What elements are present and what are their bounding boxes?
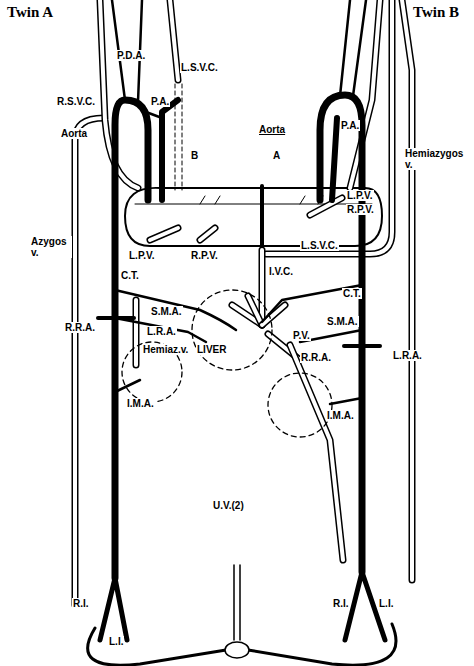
vessel-label: P.V. [292, 330, 311, 341]
vessel-label: A [272, 150, 281, 161]
vessel-label: Aorta [60, 128, 88, 139]
twin-label: Twin A [6, 4, 54, 21]
vessel-label: R.R.A. [64, 322, 96, 333]
vessel-label: B [190, 150, 199, 161]
vessel-label: U.V.(2) [212, 500, 245, 511]
vessel-label: L.S.V.C. [180, 62, 219, 73]
vessel-label: R.P.V. [346, 204, 375, 215]
vessel-label: Hemiaz.v. [142, 344, 189, 355]
vessel-label: Aorta [258, 124, 286, 135]
vessel-label: R.I. [332, 598, 350, 609]
vessel-label: L.R.A. [392, 350, 423, 361]
vessel-label: R.I. [72, 598, 90, 609]
vessel-label: L.I. [378, 598, 394, 609]
vessel-label: L.P.V. [128, 250, 156, 261]
vessel-label: R.R.A. [300, 352, 332, 363]
veins [75, 0, 412, 605]
vessel-label: LIVER [196, 344, 227, 355]
vessel-label: C.T. [120, 270, 140, 281]
vessel-label: Hemiazygos v. [404, 148, 464, 170]
vessel-label: L.S.V.C. [300, 240, 339, 251]
vessel-label: L.P.V. [346, 190, 374, 201]
organs [122, 290, 332, 658]
vessel-label: C.T. [342, 288, 362, 299]
vessel-label: I.M.A. [126, 398, 155, 409]
vessel-label: I.M.A. [326, 410, 355, 421]
vessel-label: R.P.V. [190, 250, 219, 261]
vessel-label: L.R.A. [146, 326, 177, 337]
vessel-label: P.D.A. [116, 50, 146, 61]
vessel-label: Azygos v. [30, 236, 72, 258]
vessel-label: S.M.A. [326, 316, 359, 327]
vessel-label: S.M.A. [150, 306, 183, 317]
vessel-label: R.S.V.C. [56, 96, 96, 107]
vessel-label: P.A. [150, 96, 170, 107]
twin-label: Twin B [412, 4, 460, 21]
vessel-label: L.I. [108, 636, 124, 647]
vessel-label: I.V.C. [268, 266, 294, 277]
arteries [88, 0, 396, 665]
vessel-label: P.A. [340, 120, 360, 131]
